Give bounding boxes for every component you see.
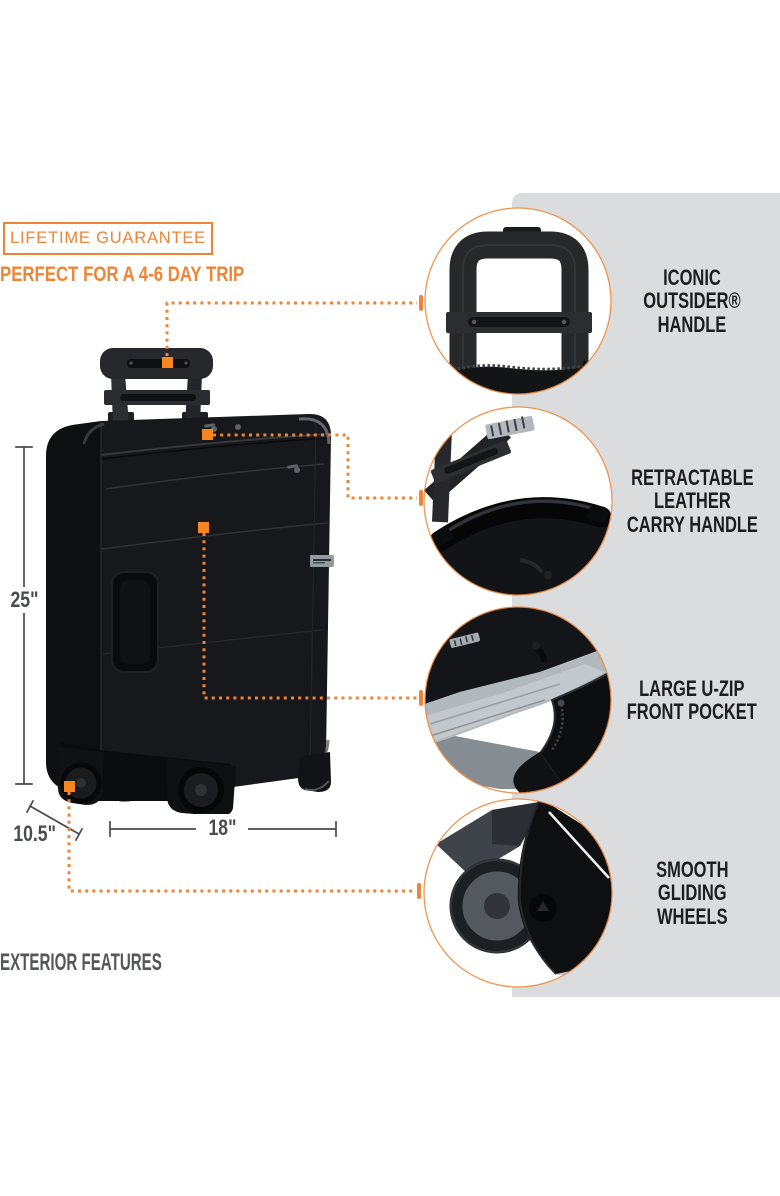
brand-patch bbox=[310, 555, 334, 567]
trolley-handle bbox=[100, 348, 213, 426]
depth-dimension-label: 10.5" bbox=[13, 821, 57, 846]
front-wheel bbox=[166, 758, 236, 817]
connector-carry-handle bbox=[202, 429, 423, 506]
depth-dimension-line bbox=[25, 799, 84, 842]
height-dimension-line bbox=[15, 446, 33, 785]
feature-label-carry-handle: RETRACTABLE LEATHER CARRY HANDLE bbox=[626, 464, 758, 537]
callout-circle-wheels bbox=[423, 798, 613, 988]
side-panel bbox=[46, 421, 101, 799]
suitcase-illustration bbox=[46, 348, 334, 817]
front-foot bbox=[298, 752, 331, 792]
front-panel bbox=[101, 413, 331, 802]
feature-label-wheels: SMOOTH GLIDING WHEELS bbox=[655, 856, 729, 929]
connector-u-zip-pocket bbox=[198, 522, 423, 706]
trip-duration-tagline: PERFECT FOR A 4-6 DAY TRIP bbox=[0, 263, 245, 286]
lifetime-guarantee-text: LIFETIME GUARANTEE bbox=[10, 229, 206, 247]
connector-outsider-handle bbox=[162, 295, 423, 368]
height-dimension-label: 25" bbox=[2, 587, 46, 613]
lifetime-guarantee-badge: LIFETIME GUARANTEE bbox=[3, 222, 213, 255]
rear-wheel bbox=[58, 747, 104, 805]
feature-label-outsider-handle: ICONIC OUTSIDER® HANDLE bbox=[643, 264, 741, 337]
callout-circle-outsider-handle bbox=[424, 207, 612, 395]
side-handle-recess bbox=[111, 571, 159, 673]
callout-circle-carry-handle bbox=[423, 406, 613, 596]
width-dimension-label: 18" bbox=[196, 814, 248, 842]
feature-label-u-zip-pocket: LARGE U-ZIP FRONT POCKET bbox=[626, 675, 758, 724]
exterior-features-title: EXTERIOR FEATURES bbox=[0, 949, 162, 976]
connector-wheels bbox=[64, 781, 421, 899]
callout-circle-u-zip-pocket bbox=[424, 606, 612, 794]
